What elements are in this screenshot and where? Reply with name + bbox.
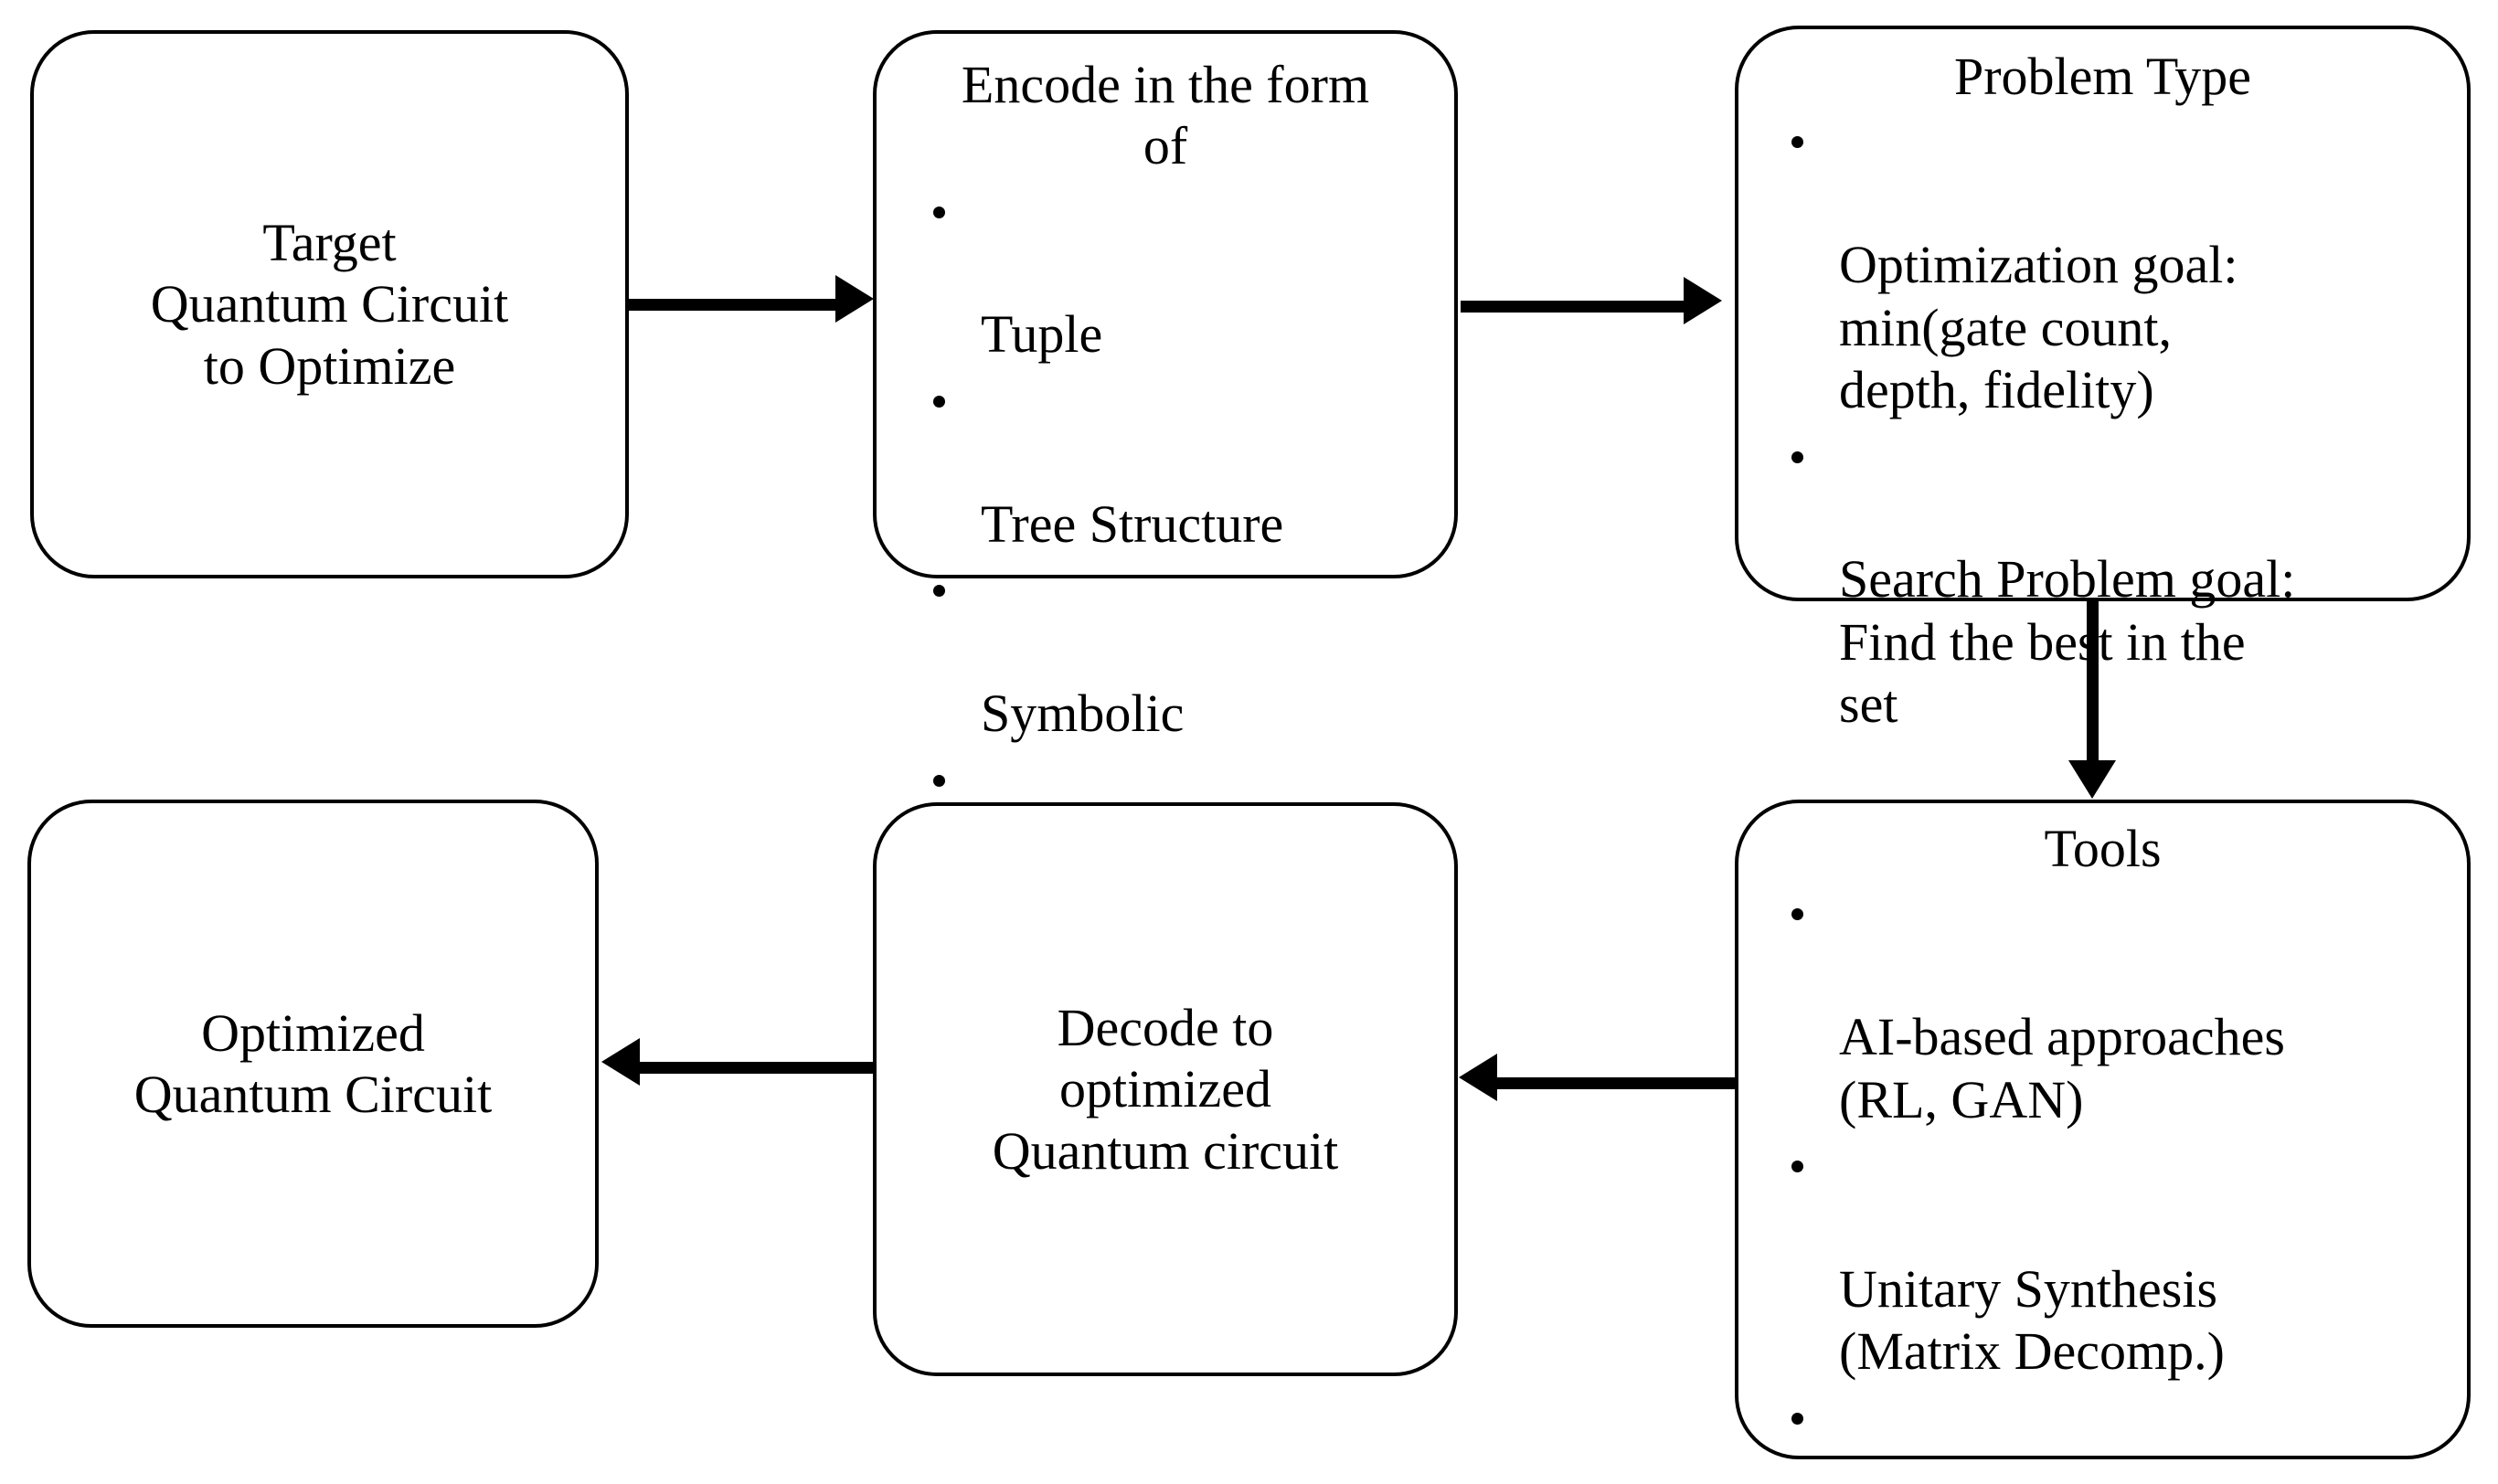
bullet-dot-icon bbox=[1791, 1161, 1803, 1173]
node-optimized-label: Optimized Quantum Circuit bbox=[133, 1002, 493, 1124]
tools-bullet-list: AI-based approaches (RL, GAN) Unitary Sy… bbox=[1751, 879, 2454, 1484]
list-item: Tuple bbox=[893, 179, 1438, 366]
arrow-shaft bbox=[2087, 601, 2099, 764]
arrow-head-down-icon bbox=[2068, 760, 2116, 799]
node-target-quantum-circuit[interactable]: Target Quantum Circuit to Optimize bbox=[30, 30, 629, 578]
arrow-head-right-icon bbox=[1684, 277, 1722, 324]
list-item-label: Unitary Synthesis (Matrix Decomp.) bbox=[1839, 1258, 2225, 1382]
list-item-label: Tuple bbox=[981, 304, 1103, 365]
problem-type-bullet-list: Optimization goal: min(gate count, depth… bbox=[1751, 107, 2454, 736]
list-item-label: Optimization goal: min(gate count, depth… bbox=[1839, 235, 2238, 420]
bullet-dot-icon bbox=[933, 396, 945, 408]
arrow-shaft bbox=[1461, 301, 1687, 313]
list-item-label: AI-based approaches (RL, GAN) bbox=[1839, 1007, 2285, 1129]
bullet-dot-icon bbox=[933, 774, 945, 787]
list-item: Algorithmic approaches (Variational, GA) bbox=[1751, 1385, 2454, 1484]
node-problem-type-title: Problem Type bbox=[1953, 47, 2252, 106]
arrow-shaft bbox=[640, 1062, 876, 1074]
arrow-head-right-icon bbox=[835, 275, 874, 323]
node-tools[interactable]: Tools AI-based approaches (RL, GAN) Unit… bbox=[1735, 800, 2471, 1459]
list-item-label: Search Problem goal: Find the best in th… bbox=[1839, 549, 2296, 735]
node-encode-title: Encode in the form of bbox=[961, 55, 1370, 176]
node-tools-title: Tools bbox=[2044, 819, 2162, 878]
list-item-label: Tree Structure bbox=[981, 493, 1284, 554]
bullet-dot-icon bbox=[1791, 450, 1803, 463]
node-problem-type[interactable]: Problem Type Optimization goal: min(gate… bbox=[1735, 26, 2471, 734]
arrow-head-left-icon bbox=[1459, 1054, 1497, 1101]
bullet-dot-icon bbox=[1791, 136, 1803, 149]
arrow-head-left-icon bbox=[601, 1038, 640, 1086]
list-item: Symbolic bbox=[893, 557, 1438, 745]
bullet-dot-icon bbox=[1791, 908, 1803, 921]
node-decode-label: Decode to optimized Quantum circuit bbox=[992, 998, 1339, 1181]
node-encode-in-the-form-of[interactable]: Encode in the form of Tuple Tree Structu… bbox=[873, 30, 1458, 932]
bullet-dot-icon bbox=[933, 585, 945, 598]
list-item: AI-based approaches (RL, GAN) bbox=[1751, 881, 2454, 1131]
list-item: Optimization goal: min(gate count, depth… bbox=[1751, 109, 2454, 421]
node-decode-to-optimized-quantum-circuit[interactable]: Decode to optimized Quantum circuit bbox=[873, 802, 1458, 1376]
list-item: Tree Structure bbox=[893, 368, 1438, 556]
arrow-shaft bbox=[1497, 1077, 1737, 1089]
bullet-dot-icon bbox=[933, 206, 945, 218]
node-target-label: Target Quantum Circuit to Optimize bbox=[150, 213, 509, 396]
list-item-label: Symbolic bbox=[981, 684, 1185, 744]
list-item: Unitary Synthesis (Matrix Decomp.) bbox=[1751, 1133, 2454, 1383]
arrow-shaft bbox=[629, 299, 839, 311]
node-optimized-quantum-circuit[interactable]: Optimized Quantum Circuit bbox=[27, 800, 599, 1328]
bullet-dot-icon bbox=[1791, 1412, 1803, 1425]
list-item: Search Problem goal: Find the best in th… bbox=[1751, 423, 2454, 736]
